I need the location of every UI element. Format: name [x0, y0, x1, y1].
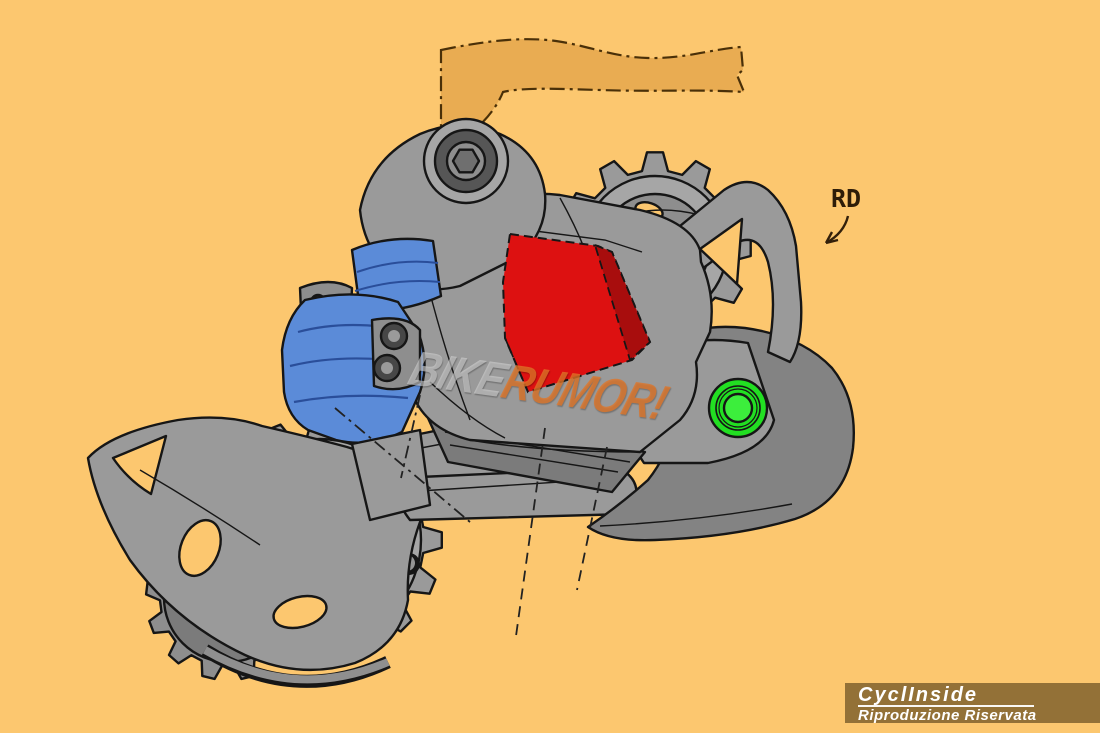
upper-cage-strut: [634, 180, 803, 364]
cyclinside-watermark: CyclInside Riproduzione Riservata: [845, 683, 1100, 723]
frame-chainstay: [439, 38, 746, 142]
watermark-bike-text: BIKE: [402, 341, 514, 408]
cage-hole-triangle: [111, 434, 168, 496]
green-indicator-button: [707, 377, 769, 439]
strut-cutout: [698, 217, 744, 286]
pivot-bolts: [370, 317, 422, 391]
mounting-bolt: [422, 117, 510, 205]
cage-hole: [272, 594, 328, 630]
cage-plate: [86, 416, 429, 688]
leader-lines: [334, 394, 608, 637]
motor-blue-highlight: [280, 237, 443, 522]
link-to-cage: [350, 428, 432, 522]
battery-red-highlight: [501, 232, 652, 394]
rd-label: RD: [831, 184, 862, 213]
cage-hole: [178, 518, 222, 578]
watermark-brand: CyclInside: [858, 685, 1035, 707]
rd-arrow: [824, 215, 850, 245]
watermark-tagline: Riproduzione Riservata: [858, 707, 1037, 724]
